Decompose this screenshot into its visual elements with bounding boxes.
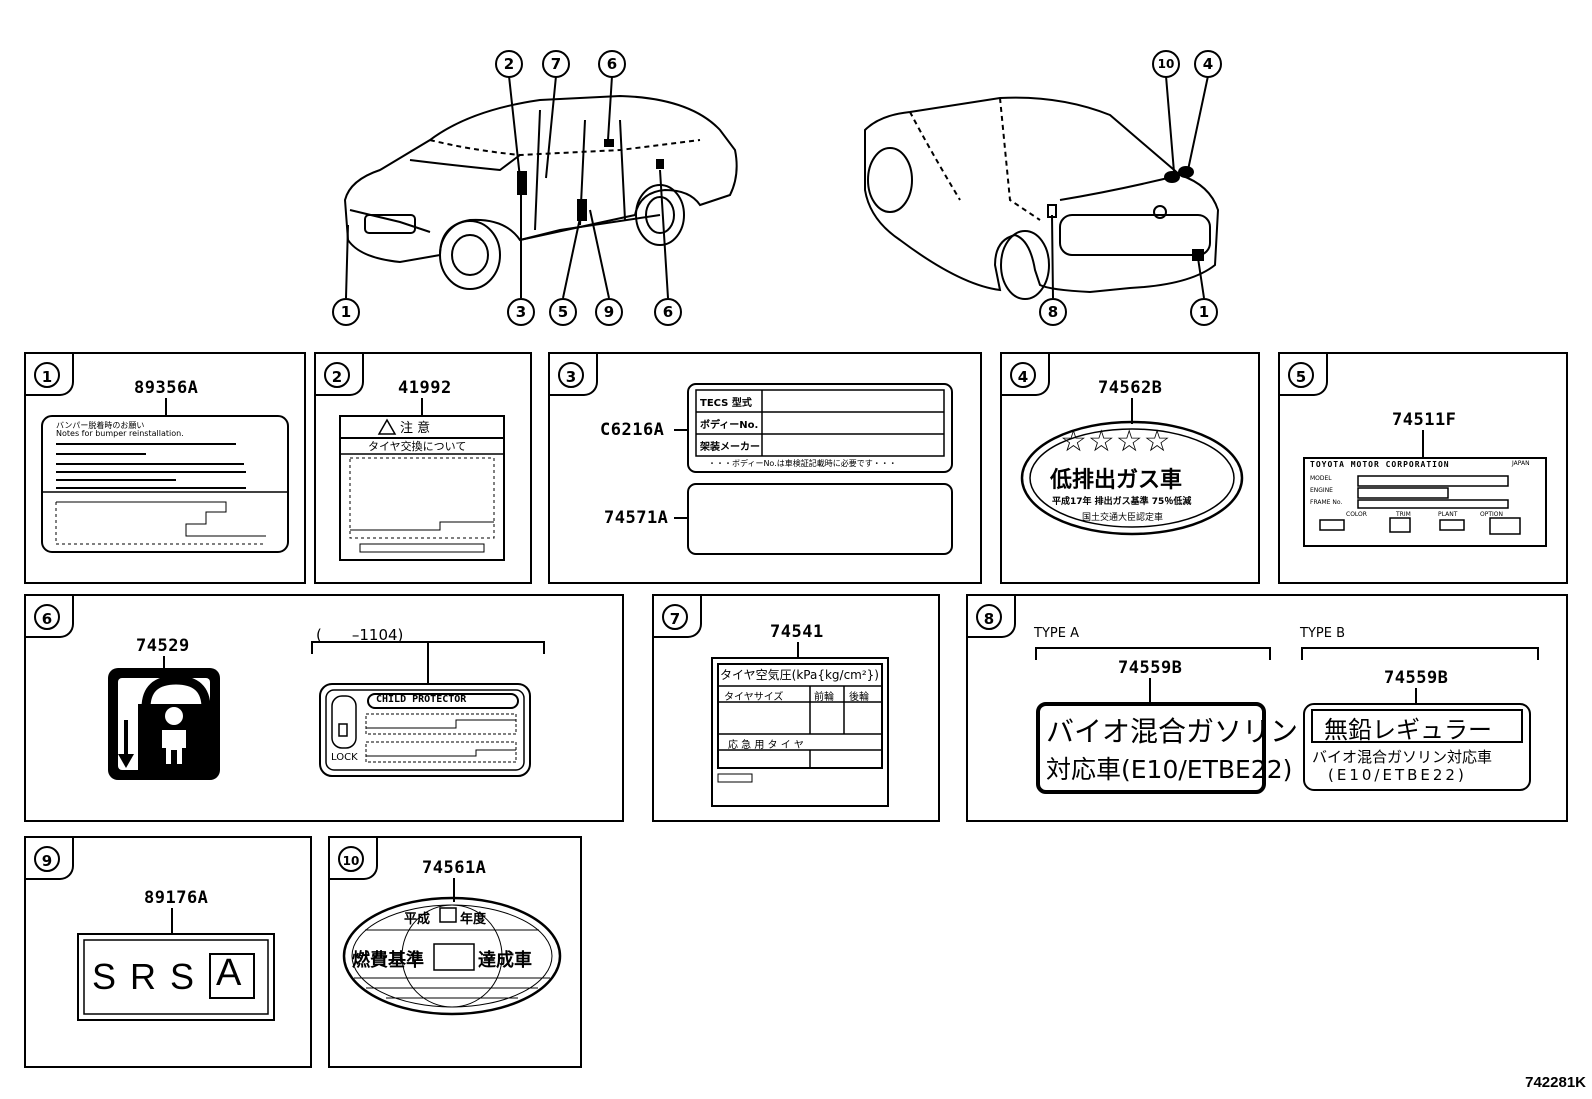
label-89176A-drawing — [77, 908, 275, 1021]
part-number-89356A: 89356A — [134, 378, 199, 398]
tire-pressure-title: タイヤ空気圧(kPa{kg/cm²}) — [720, 668, 879, 682]
panel-number-10: 10 — [330, 838, 380, 880]
label-74511F-drawing — [1303, 430, 1547, 547]
emission-standard: 平成17年 排出ガス基準 75％低減 — [1052, 497, 1192, 507]
callout-2-top: 2 — [495, 50, 523, 78]
srs-a-box: A — [216, 952, 242, 994]
caution-title: 注 意 — [400, 421, 431, 436]
panel-number-2: 2 — [316, 354, 366, 396]
panel-number-1: 1 — [26, 354, 76, 396]
serial-range: ( –1104) — [316, 626, 404, 644]
achieved-text: 達成車 — [478, 950, 532, 971]
stars: ☆☆☆☆ — [1060, 424, 1172, 459]
figure-id: 742281K — [1525, 1074, 1586, 1091]
bio-fuel-b-line2: バイオ混合ガソリン対応車 — [1312, 748, 1493, 766]
callout-6-top: 6 — [598, 50, 626, 78]
heisei-text: 平成 — [404, 912, 431, 927]
panel-4: 4 74562B ☆☆☆☆ 低排出ガス車 平成17年 排出ガス基準 75％低減 … — [1000, 352, 1260, 584]
part-number-74529: 74529 — [136, 636, 190, 656]
part-number-89176A: 89176A — [144, 888, 209, 908]
panel-number-9: 9 — [26, 838, 76, 880]
option-col: OPTION — [1480, 511, 1503, 518]
bio-fuel-a-line2: 対応車(E10/ETBE22) — [1046, 755, 1293, 784]
label-text-1: バンパー脱着時のお願い — [56, 421, 145, 430]
part-number-C6216A: C6216A — [600, 420, 665, 440]
color-col: COLOR — [1346, 511, 1367, 518]
japan-text: JAPAN — [1512, 460, 1530, 467]
callout-7-top: 7 — [542, 50, 570, 78]
label-89356A-drawing — [41, 398, 289, 553]
unleaded-regular: 無鉛レギュラー — [1324, 716, 1492, 744]
panel-1: 1 89356A バンパー脱着時のお願い Notes for bumper re… — [24, 352, 306, 584]
part-number-74541: 74541 — [770, 622, 824, 642]
bio-fuel-b-line3: (E10/ETBE22) — [1328, 766, 1467, 784]
label-74541-drawing — [711, 642, 889, 807]
panel-2: 2 41992 注 意 タイヤ交換について — [314, 352, 532, 584]
rear-col: 後輪 — [849, 692, 869, 703]
child-protector-text: CHILD PROTECTOR — [376, 694, 467, 705]
plant-col: PLANT — [1438, 511, 1458, 518]
label-74562B-drawing — [1020, 398, 1244, 536]
label-41992-drawing — [339, 398, 505, 561]
engine-row: ENGINE — [1310, 487, 1333, 494]
callout-6-front: 6 — [654, 298, 682, 326]
label-C6216A-drawing — [674, 383, 953, 555]
body-no-row: ボディーNo. — [700, 420, 759, 431]
frame-row: FRAME No. — [1310, 499, 1343, 506]
panel-5: 5 74511F TOYOTA MOTOR CORPORATION JAPAN … — [1278, 352, 1568, 584]
callout-8-rear: 8 — [1039, 298, 1067, 326]
tecs-row: TECS 型式 — [700, 398, 752, 409]
part-number-41992: 41992 — [398, 378, 452, 398]
toyota-header: TOYOTA MOTOR CORPORATION — [1310, 460, 1450, 469]
panel-7: 7 74541 タイヤ空気圧(kPa{kg/cm²}) タイヤサイズ 前輪 後輪… — [652, 594, 940, 822]
callout-3-front: 3 — [507, 298, 535, 326]
panel-3: 3 C6216A 74571A TECS 型式 ボディーNo. 架装メーカー ・… — [548, 352, 982, 584]
ministry-cert: 国土交通大臣認定車 — [1082, 513, 1164, 523]
panel-6: 6 74529 ( –1104) CHILD PROTECTOR LOCK — [24, 594, 624, 822]
callout-9-front: 9 — [595, 298, 623, 326]
part-number-74511F: 74511F — [1392, 410, 1457, 430]
panel-number-5: 5 — [1280, 354, 1330, 396]
type-a-label: TYPE A — [1034, 626, 1079, 641]
part-number-74559B-b: 74559B — [1384, 668, 1449, 688]
low-emission-text: 低排出ガス車 — [1050, 468, 1183, 493]
callout-10-top: 10 — [1152, 50, 1180, 78]
child-lock-drawing — [108, 641, 545, 780]
part-number-74559B-a: 74559B — [1118, 658, 1183, 678]
label-74561A-drawing — [342, 878, 562, 1016]
label-74559B-drawing — [1035, 647, 1539, 794]
srs-text: S R S — [92, 956, 197, 997]
caution-subtitle: タイヤ交換について — [368, 440, 467, 453]
trim-col: TRIM — [1396, 511, 1411, 518]
fuel-standard-text: 燃費基準 — [352, 950, 424, 971]
callout-4-top: 4 — [1194, 50, 1222, 78]
callout-5-front: 5 — [549, 298, 577, 326]
type-b-label: TYPE B — [1300, 626, 1345, 641]
panel-number-6: 6 — [26, 596, 76, 638]
panel-8: 8 TYPE A TYPE B 74559B 74559B バイオ混合ガソリン … — [966, 594, 1568, 822]
panel-10: 10 74561A 平成 年度 燃費基準 達成車 — [328, 836, 582, 1068]
body-no-note: ・・・ボディーNo.は車検証記載時に必要です・・・ — [708, 459, 897, 468]
nendo-text: 年度 — [460, 912, 487, 927]
callout-1-rear: 1 — [1190, 298, 1218, 326]
bio-fuel-a-line1: バイオ混合ガソリン — [1046, 715, 1299, 748]
front-col: 前輪 — [814, 692, 834, 703]
car-illustrations — [343, 75, 1220, 300]
part-number-74561A: 74561A — [422, 858, 487, 878]
panel-number-8: 8 — [968, 596, 1018, 638]
label-text-2: Notes for bumper reinstallation. — [56, 429, 184, 438]
panel-number-7: 7 — [654, 596, 704, 638]
panel-9: 9 89176A S R S A — [24, 836, 312, 1068]
tire-size-col: タイヤサイズ — [724, 692, 784, 703]
panel-number-3: 3 — [550, 354, 600, 396]
panel-number-4: 4 — [1002, 354, 1052, 396]
lock-text: LOCK — [331, 752, 358, 763]
model-row: MODEL — [1310, 475, 1332, 482]
maker-row: 架装メーカー — [700, 442, 760, 453]
part-number-74571A: 74571A — [604, 508, 669, 528]
callout-1-front: 1 — [332, 298, 360, 326]
part-number-74562B: 74562B — [1098, 378, 1163, 398]
spare-tire-row: 応 急 用 タ イ ヤ — [728, 740, 804, 751]
